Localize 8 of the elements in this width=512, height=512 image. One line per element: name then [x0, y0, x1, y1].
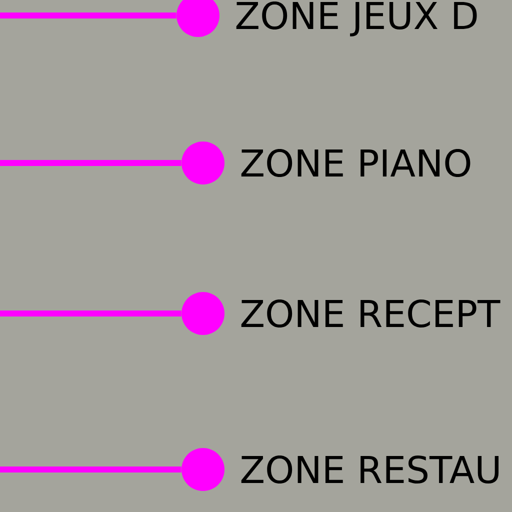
callout-label: ZONE RESTAU	[241, 456, 499, 484]
leader-line	[0, 160, 182, 166]
leader-line	[0, 466, 182, 472]
leader-line	[0, 310, 182, 316]
callout-label: ZONE PIANO	[241, 149, 470, 177]
leader-line	[0, 12, 176, 18]
callout-label: ZONE JEUX D	[236, 2, 477, 36]
callout-label: ZONE RECEPT	[241, 300, 500, 328]
